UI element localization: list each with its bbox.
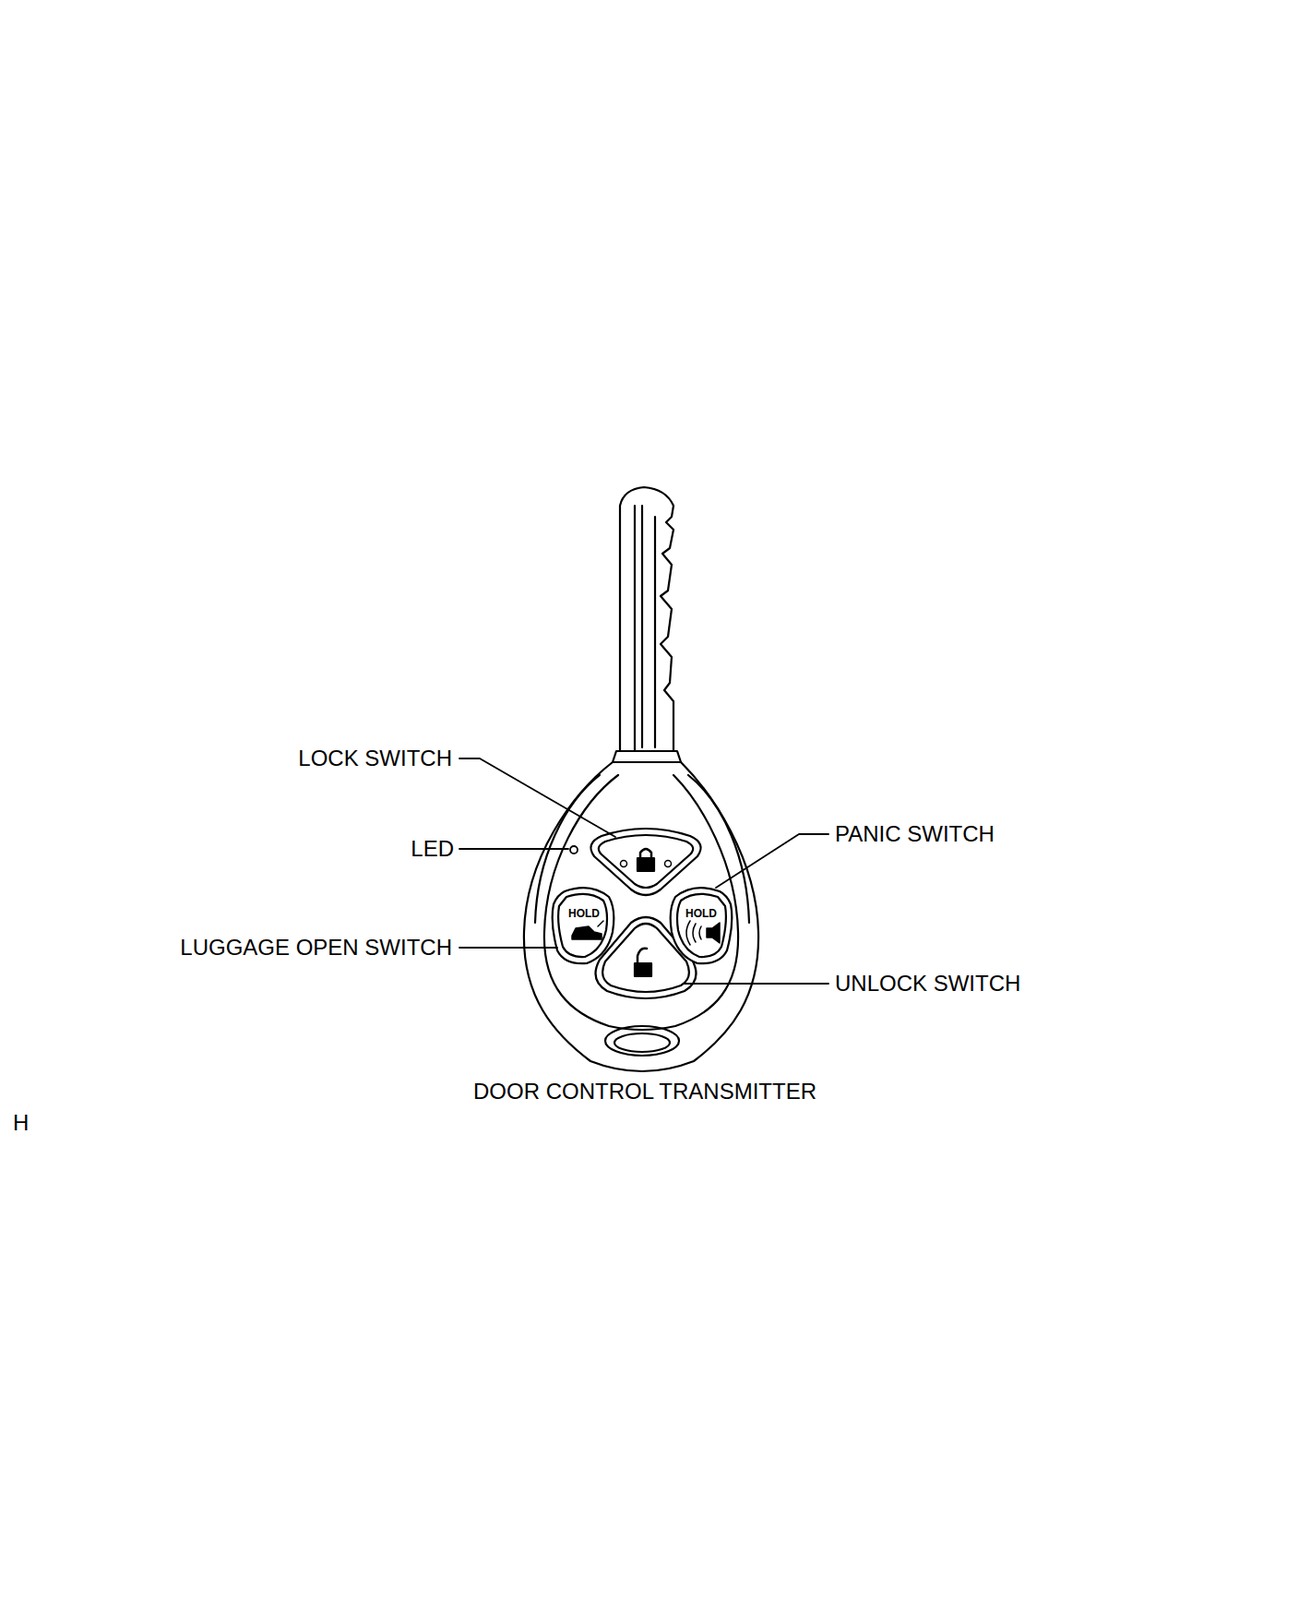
unlock-icon [634, 963, 652, 977]
car-icon [572, 926, 602, 940]
led [570, 846, 578, 854]
lock-button [590, 828, 701, 895]
panic-button [670, 887, 733, 964]
blade-groove [641, 505, 644, 748]
part-label: LOCK SWITCH [297, 747, 453, 770]
lock-icon [640, 848, 652, 859]
leader-line [459, 847, 569, 850]
blade-groove [654, 516, 656, 748]
leader-line [684, 982, 829, 985]
button-text: HOLD [685, 907, 717, 919]
lock-icon-dot [665, 860, 672, 868]
fob-body [524, 762, 759, 1072]
leader-line [715, 834, 829, 888]
key-blade [619, 487, 674, 763]
part-label: PANIC SWITCH [834, 822, 995, 846]
part-label: LUGGAGE OPEN SWITCH [179, 936, 453, 959]
button-text: HOLD [568, 907, 600, 919]
luggage-button-inner [558, 893, 608, 957]
luggage-button [552, 887, 615, 964]
car-icon [597, 920, 604, 927]
keyring-slot [614, 1033, 670, 1052]
lock-button-inner [598, 834, 693, 888]
speaker-icon [686, 920, 702, 945]
leader-line [459, 758, 616, 837]
part-label: LED [410, 837, 454, 860]
part-label: UNLOCK SWITCH [834, 972, 1021, 995]
panic-button-inner [677, 893, 727, 957]
caption: DOOR CONTROL TRANSMITTER [473, 1080, 817, 1103]
leader-line [459, 946, 558, 949]
lock-icon [637, 858, 655, 871]
unlock-icon [637, 948, 647, 964]
lock-icon-dot [620, 860, 628, 868]
blade-shoulder [612, 750, 681, 763]
figure-code: H [12, 1111, 29, 1134]
blade-groove [633, 505, 636, 757]
speaker-icon [706, 922, 720, 943]
keyring-slot [605, 1025, 680, 1056]
